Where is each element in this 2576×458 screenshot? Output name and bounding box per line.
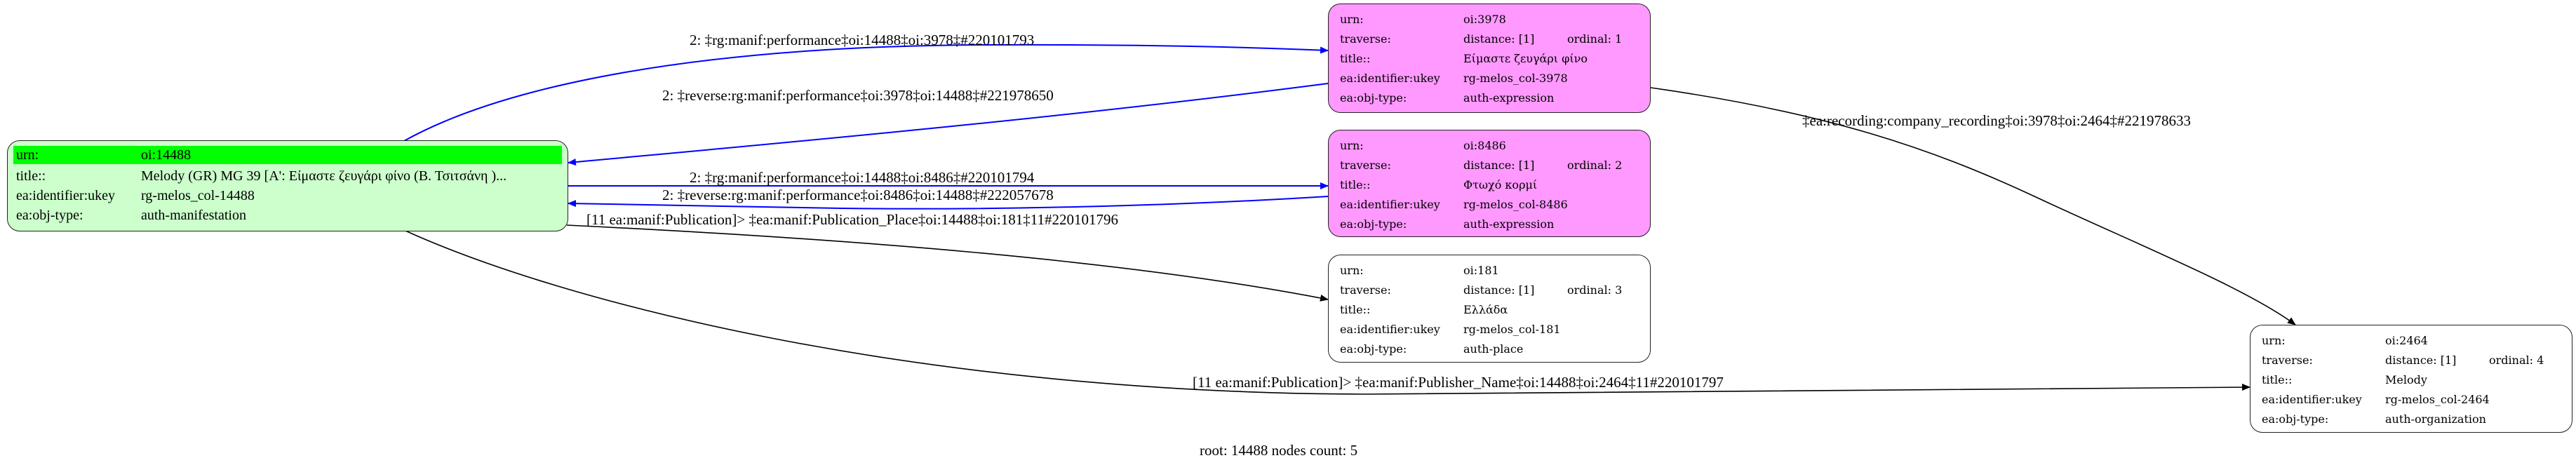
traverse-value: distance: [1] bbox=[1463, 32, 1535, 46]
row-traverse: traverse: distance: [1] ordinal: 3 bbox=[1329, 281, 1650, 300]
title-label: title:: bbox=[2262, 373, 2293, 386]
title-label: title:: bbox=[1340, 303, 1371, 316]
urn-value: oi:8486 bbox=[1463, 139, 1506, 152]
ukey-value: rg-melos_col-8486 bbox=[1463, 198, 1568, 211]
row-title: title:: Melody (GR) MG 39 [A': Είμαστε ζ… bbox=[8, 166, 568, 186]
row-ukey: ea:identifier:ukey rg-melos_col-3978 bbox=[1329, 69, 1650, 88]
urn-value: oi:181 bbox=[1463, 264, 1499, 277]
row-type: ea:obj-type: auth-organization bbox=[2250, 410, 2572, 429]
title-value: Melody (GR) MG 39 [A': Είμαστε ζευγάρι φ… bbox=[141, 168, 507, 184]
row-urn: urn: oi:14488 bbox=[8, 145, 568, 165]
type-label: ea:obj-type: bbox=[16, 208, 83, 223]
row-type: ea:obj-type: auth-place bbox=[1329, 339, 1650, 359]
traverse-label: traverse: bbox=[2262, 353, 2313, 367]
ukey-value: rg-melos_col-3978 bbox=[1463, 72, 1568, 85]
edge-publisher-name bbox=[405, 230, 2250, 395]
urn-label: urn: bbox=[2262, 334, 2286, 347]
urn-label: urn: bbox=[1340, 139, 1364, 152]
ukey-label: ea:identifier:ukey bbox=[2262, 393, 2362, 406]
ukey-label: ea:identifier:ukey bbox=[16, 188, 116, 203]
type-value: auth-organization bbox=[2385, 412, 2486, 426]
edge-reverse-performance-3978 bbox=[568, 83, 1329, 166]
ukey-label: ea:identifier:ukey bbox=[1340, 323, 1440, 336]
urn-label-cell: urn: bbox=[13, 146, 140, 164]
type-value: auth-expression bbox=[1463, 217, 1555, 231]
ukey-value: rg-melos_col-14488 bbox=[141, 188, 255, 203]
title-label: title:: bbox=[1340, 52, 1371, 65]
edge-label: 2: ‡reverse:rg:manif:performance‡oi:8486… bbox=[662, 187, 1054, 203]
edge-company-recording bbox=[1650, 87, 2296, 325]
title-value: Ελλάδα bbox=[1463, 303, 1508, 316]
edge-label: 2: ‡rg:manif:performance‡oi:14488‡oi:848… bbox=[690, 169, 1035, 186]
type-label: ea:obj-type: bbox=[1340, 342, 1407, 356]
node-oi-181[interactable]: urn: oi:181 traverse: distance: [1] ordinal:… bbox=[1328, 255, 1651, 363]
row-title: title::Φτωχό κορμί bbox=[1329, 175, 1650, 195]
row-urn: urn: oi:181 bbox=[1329, 261, 1650, 281]
urn-label: urn: bbox=[1340, 13, 1364, 26]
title-value: Melody bbox=[2385, 373, 2427, 386]
title-label: title:: bbox=[16, 168, 46, 184]
row-urn: urn: oi:8486 bbox=[1329, 136, 1650, 156]
traverse-value: distance: [1] bbox=[1463, 283, 1535, 297]
type-value: auth-manifestation bbox=[141, 208, 246, 223]
traverse-value: distance: [1] bbox=[2385, 353, 2457, 367]
urn-value: oi:2464 bbox=[2385, 334, 2428, 347]
ordinal-value: ordinal: 2 bbox=[1567, 159, 1623, 172]
edge-label: [11 ea:manif:Publication]> ‡ea:manif:Pub… bbox=[1193, 374, 1724, 391]
title-label: title:: bbox=[1340, 178, 1371, 191]
ukey-label: ea:identifier:ukey bbox=[1340, 72, 1440, 85]
row-title: title::Ελλάδα bbox=[1329, 300, 1650, 320]
row-ukey: ea:identifier:ukey rg-melos_col-14488 bbox=[8, 186, 568, 206]
ordinal-value: ordinal: 1 bbox=[1567, 32, 1623, 46]
title-value: Είμαστε ζευγάρι φίνο bbox=[1463, 52, 1588, 65]
type-value: auth-place bbox=[1463, 342, 1524, 356]
urn-label: urn: bbox=[1340, 264, 1364, 277]
row-ukey: ea:identifier:ukey rg-melos_col-2464 bbox=[2250, 390, 2572, 410]
ordinal-value: ordinal: 3 bbox=[1567, 283, 1623, 297]
type-label: ea:obj-type: bbox=[1340, 217, 1407, 231]
edge-label: ‡ea:recording:company_recording‡oi:3978‡… bbox=[1802, 112, 2192, 129]
ukey-value: rg-melos_col-2464 bbox=[2385, 393, 2490, 406]
row-traverse: traverse: distance: [1] ordinal: 2 bbox=[1329, 156, 1650, 175]
traverse-value: distance: [1] bbox=[1463, 159, 1535, 172]
edge-performance-3978 bbox=[402, 43, 1329, 142]
root-node-14488[interactable]: urn: oi:14488 title:: Melody (GR) MG 39 … bbox=[7, 140, 568, 231]
row-type: ea:obj-type: auth-manifestation bbox=[8, 206, 568, 225]
row-ukey: ea:identifier:ukey rg-melos_col-181 bbox=[1329, 320, 1650, 339]
row-urn: urn: oi:2464 bbox=[2250, 331, 2572, 351]
urn-value: oi:3978 bbox=[1463, 13, 1506, 26]
row-traverse: traverse: distance: [1] ordinal: 1 bbox=[1329, 29, 1650, 49]
footer-status: root: 14488 nodes count: 5 bbox=[1200, 442, 1358, 458]
row-traverse: traverse: distance: [1] ordinal: 4 bbox=[2250, 351, 2572, 370]
edge-publication-place bbox=[566, 224, 1329, 302]
type-value: auth-expression bbox=[1463, 91, 1555, 105]
ukey-label: ea:identifier:ukey bbox=[1340, 198, 1440, 211]
row-type: ea:obj-type: auth-expression bbox=[1329, 88, 1650, 108]
row-ukey: ea:identifier:ukey rg-melos_col-8486 bbox=[1329, 195, 1650, 215]
traverse-label: traverse: bbox=[1340, 283, 1391, 297]
node-oi-2464[interactable]: urn: oi:2464 traverse: distance: [1] ordinal… bbox=[2250, 325, 2572, 433]
type-label: ea:obj-type: bbox=[1340, 91, 1407, 105]
edge-label: 2: ‡reverse:rg:manif:performance‡oi:3978… bbox=[662, 87, 1054, 104]
edge-label: [11 ea:manif:Publication]> ‡ea:manif:Pub… bbox=[586, 211, 1118, 228]
row-type: ea:obj-type: auth-expression bbox=[1329, 215, 1650, 234]
urn-value-cell: oi:14488 bbox=[138, 146, 562, 164]
node-oi-8486[interactable]: urn: oi:8486 traverse: distance: [1] ordinal… bbox=[1328, 130, 1651, 237]
traverse-label: traverse: bbox=[1340, 159, 1391, 172]
type-label: ea:obj-type: bbox=[2262, 412, 2329, 426]
ordinal-value: ordinal: 4 bbox=[2489, 353, 2544, 367]
row-title: title::Melody bbox=[2250, 370, 2572, 390]
ukey-value: rg-melos_col-181 bbox=[1463, 323, 1561, 336]
edge-reverse-performance-8486 bbox=[568, 196, 1329, 210]
edge-label: 2: ‡rg:manif:performance‡oi:14488‡oi:397… bbox=[690, 32, 1035, 48]
node-oi-3978[interactable]: urn: oi:3978 traverse: distance: [1] ordinal… bbox=[1328, 4, 1651, 113]
row-title: title::Είμαστε ζευγάρι φίνο bbox=[1329, 49, 1650, 69]
title-value: Φτωχό κορμί bbox=[1463, 178, 1538, 191]
row-urn: urn: oi:3978 bbox=[1329, 10, 1650, 29]
traverse-label: traverse: bbox=[1340, 32, 1391, 46]
